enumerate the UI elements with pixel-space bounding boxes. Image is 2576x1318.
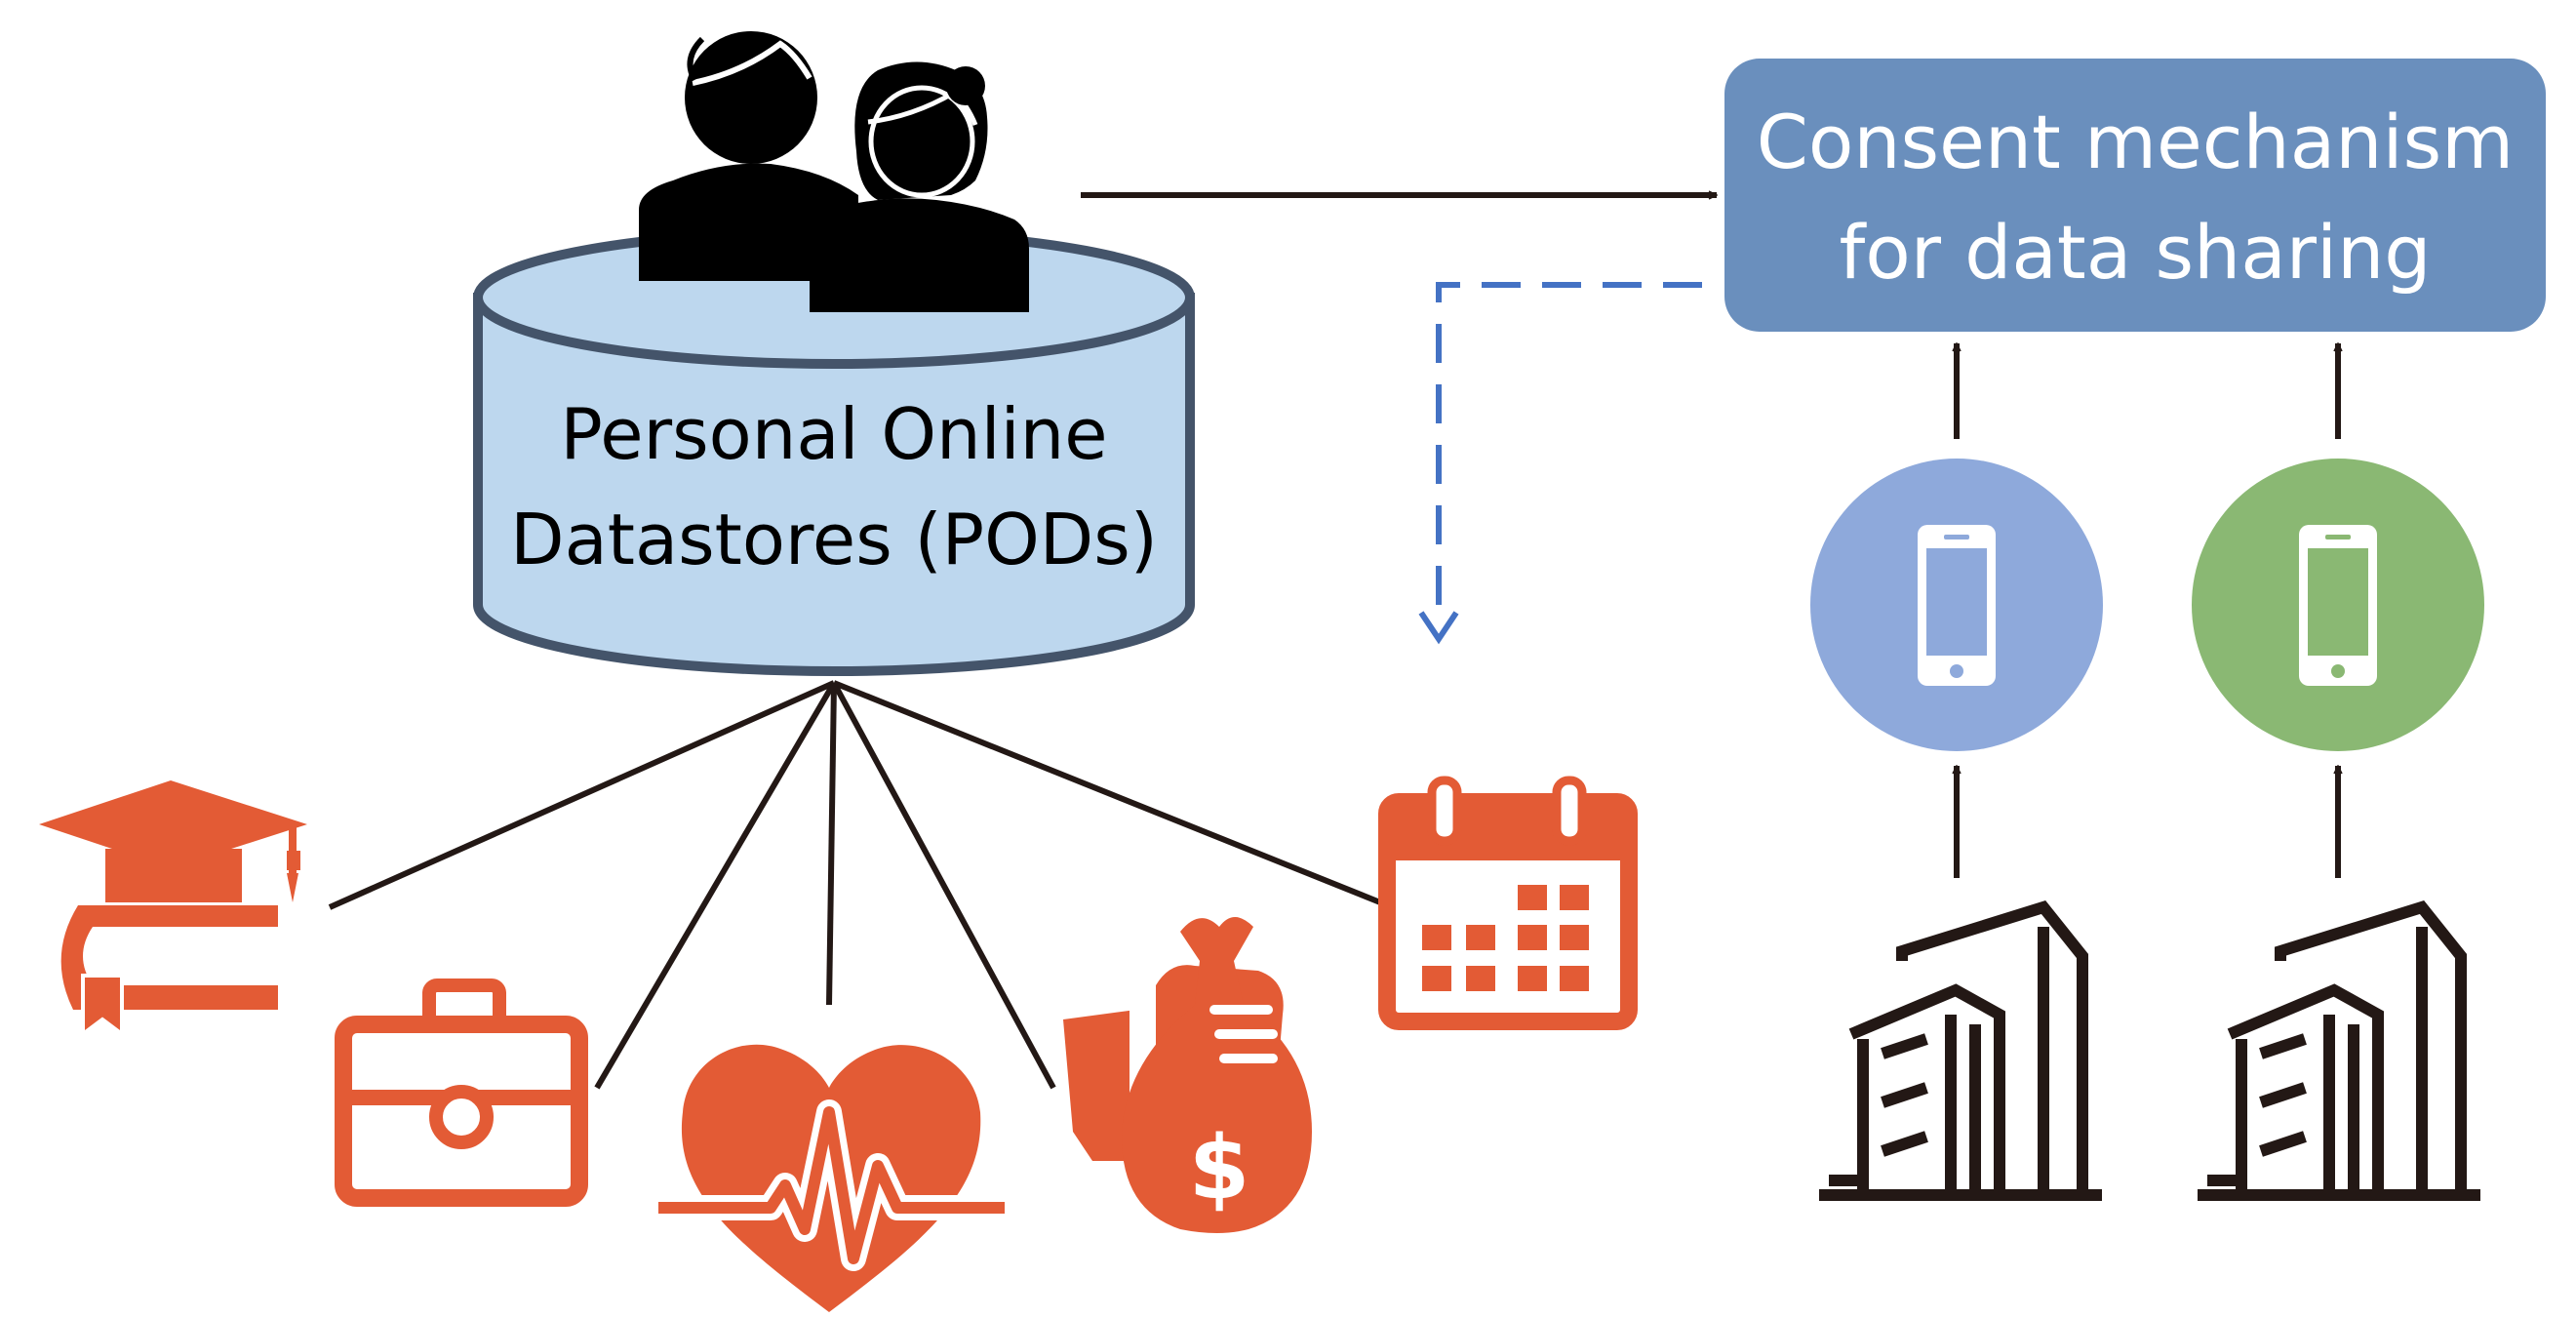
consent-label-line2: for data sharing — [1839, 209, 2431, 296]
briefcase-icon — [335, 979, 588, 1207]
office-building-icon — [1819, 900, 2102, 1201]
consent-mechanism-box — [1724, 59, 2546, 332]
consent-label-line1: Consent mechanism — [1757, 99, 2514, 185]
smartphone-icon — [1810, 459, 2103, 751]
smartphone-icon — [2192, 459, 2484, 751]
heart-pulse-icon — [658, 1044, 1005, 1312]
pod-label-line1: Personal Online — [560, 393, 1107, 475]
people-icon — [639, 31, 1029, 312]
calendar-icon — [1378, 776, 1638, 1030]
pod-connector-lines — [328, 680, 1382, 1090]
office-building-icon — [2198, 900, 2480, 1201]
pod-label-line2: Datastores (PODs) — [510, 499, 1158, 580]
money-bag-icon: $ — [1063, 917, 1312, 1233]
svg-text:$: $ — [1189, 1117, 1250, 1219]
graduation-books-icon — [39, 780, 307, 1038]
consent-feedback-dashed-arrow — [1418, 282, 1702, 645]
